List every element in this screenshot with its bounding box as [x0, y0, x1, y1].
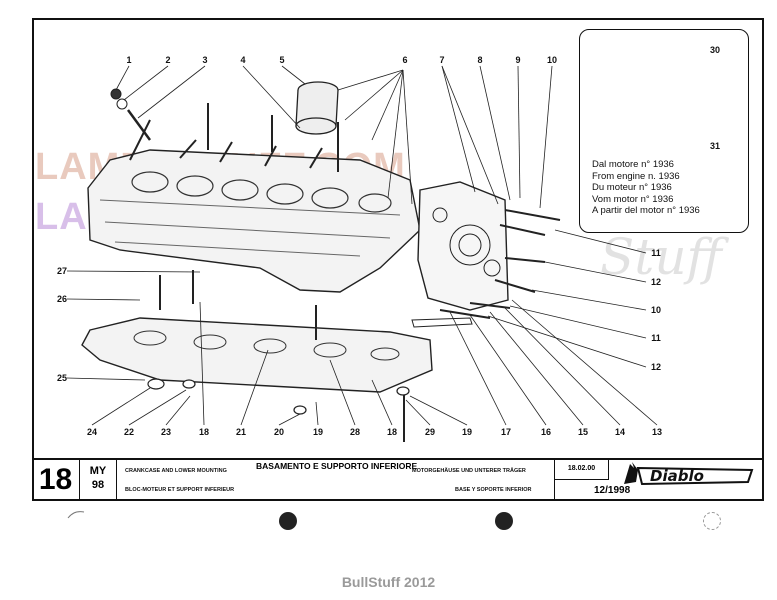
crankcase-body [87, 149, 421, 293]
callout-number: 9 [515, 55, 521, 65]
note-line: From engine n. 1936 [592, 170, 680, 182]
date-code: 18.02.00 [555, 458, 609, 480]
title-cell [117, 458, 555, 501]
callout-number: 29 [424, 427, 436, 437]
drawing-frame [32, 18, 764, 501]
callout-number: 13 [651, 427, 663, 437]
model-year-label: MY [89, 465, 107, 477]
title-fr: BLOC-MOTEUR ET SUPPORT INFERIEUR [125, 487, 235, 493]
callout-number: 30 [709, 45, 721, 55]
callout-number: 21 [235, 427, 247, 437]
callout-number: 1 [126, 55, 132, 65]
model-year-value: 98 [91, 479, 105, 491]
inset-detail [579, 29, 749, 233]
callout-number: 15 [577, 427, 589, 437]
binder-hole [495, 512, 513, 530]
binder-hole [703, 512, 721, 530]
callout-number: 6 [402, 55, 408, 65]
callout-number: 17 [500, 427, 512, 437]
callout-number: 4 [240, 55, 246, 65]
title-en: CRANKCASE AND LOWER MOUNTING [125, 468, 227, 474]
callout-number: 5 [279, 55, 285, 65]
page-number: 18 [32, 458, 80, 501]
callout-number: 22 [123, 427, 135, 437]
callout-number: 25 [56, 373, 68, 383]
callout-number: 12 [650, 362, 662, 372]
model-year: MY 98 [80, 458, 117, 501]
title-de: MOTORGEHÄUSE UND UNTERER TRÄGER [412, 468, 526, 474]
callout-number: 20 [273, 427, 285, 437]
callout-number: 3 [202, 55, 208, 65]
binder-mark [67, 511, 85, 519]
callout-number: 24 [86, 427, 98, 437]
note-line: Dal motore n° 1936 [592, 159, 674, 170]
callout-number: 11 [651, 333, 661, 343]
inset-note: Dal motore n° 1936 From engine n. 1936 D… [592, 159, 700, 217]
callout-number: 16 [540, 427, 552, 437]
callout-number: 27 [56, 266, 68, 276]
callout-number: 28 [349, 427, 361, 437]
note-line: Vom motor n° 1936 [592, 193, 674, 205]
callout-number: 26 [56, 294, 68, 304]
callout-number: 11 [651, 248, 661, 258]
diablo-logo: Diablo [624, 462, 754, 486]
callout-number: 23 [160, 427, 172, 437]
footer-watermark: BullStuff 2012 [341, 574, 436, 590]
callout-number: 18 [386, 427, 398, 437]
callout-number: 19 [312, 427, 324, 437]
callout-number: 12 [650, 277, 662, 287]
note-line: A partir del motor n° 1936 [592, 205, 700, 217]
title-it: BASAMENTO E SUPPORTO INFERIORE [256, 461, 418, 471]
title-es: BASE Y SOPORTE INFERIOR [455, 487, 532, 493]
callout-number: 10 [546, 55, 558, 65]
callout-number: 18 [198, 427, 210, 437]
brand-wordmark: Diablo [650, 467, 704, 485]
callout-number: 10 [650, 305, 662, 315]
lower-mounting [81, 317, 433, 393]
callout-number: 19 [461, 427, 473, 437]
callout-number: 8 [477, 55, 483, 65]
callout-number: 2 [165, 55, 171, 65]
callout-number: 14 [614, 427, 626, 437]
title-block [32, 458, 764, 501]
end-plate [417, 181, 509, 311]
callout-number: 7 [439, 55, 445, 65]
issue-date: 12/1998 [594, 485, 631, 496]
binder-hole [279, 512, 297, 530]
callout-number: 31 [709, 141, 721, 151]
note-line: Du moteur n° 1936 [592, 182, 672, 194]
